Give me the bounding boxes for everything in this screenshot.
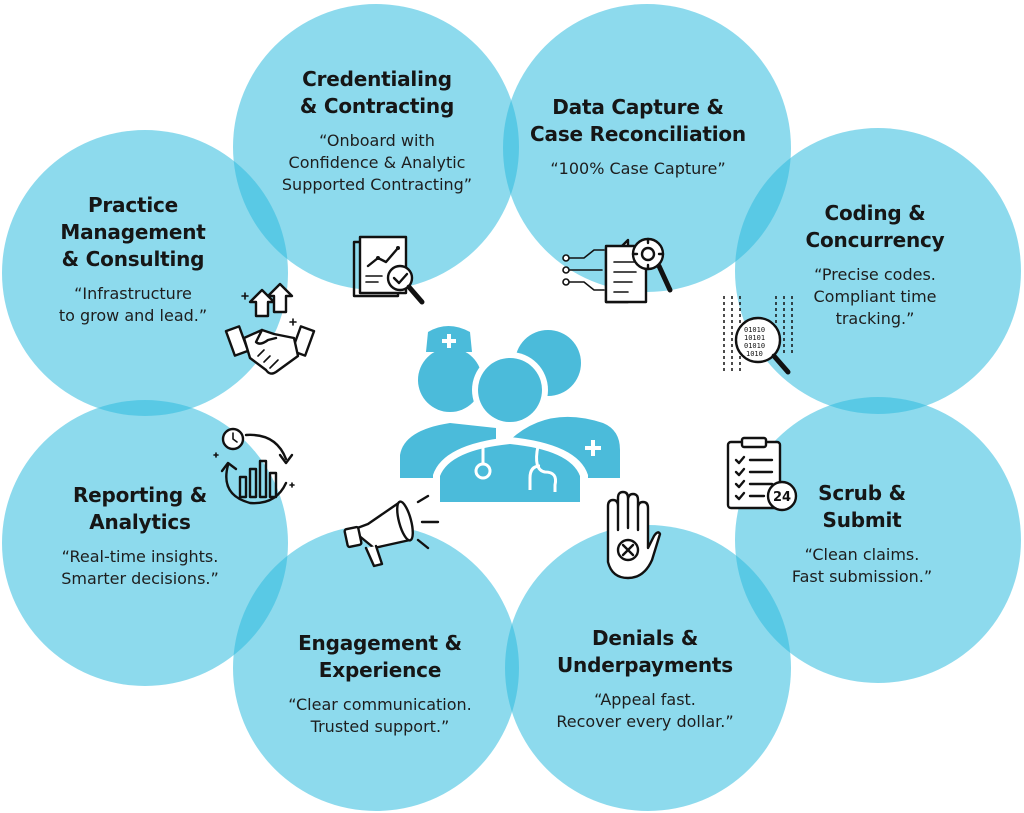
segment-title: Coding & Concurrency bbox=[805, 201, 945, 252]
segment-title: Scrub & Submit bbox=[818, 481, 906, 532]
svg-text:10101: 10101 bbox=[744, 334, 765, 342]
segment-title: Practice Management & Consulting bbox=[60, 193, 206, 271]
segment-coding: Coding & Concurrency “Precise codes. Com… bbox=[806, 200, 945, 330]
circle-reporting bbox=[2, 400, 288, 686]
segment-quote: “Infrastructure to grow and lead.” bbox=[58, 284, 208, 325]
segment-quote: “Real-time insights. Smarter decisions.” bbox=[61, 547, 219, 588]
segment-title: Reporting & Analytics bbox=[72, 483, 208, 534]
megaphone-icon bbox=[343, 494, 440, 572]
segment-reporting: Reporting & Analytics “Real-time insight… bbox=[61, 482, 219, 590]
segment-credentialing: Credentialing & Contracting “Onboard wit… bbox=[282, 66, 472, 196]
svg-text:1010: 1010 bbox=[746, 350, 763, 358]
segment-title: Credentialing & Contracting bbox=[299, 67, 455, 118]
circle-practice bbox=[2, 130, 288, 416]
segment-quote: “Appeal fast. Recover every dollar.” bbox=[556, 690, 734, 731]
segment-quote: “Clear communication. Trusted support.” bbox=[288, 695, 472, 736]
segment-scrub: Scrub & Submit “Clean claims. Fast submi… bbox=[792, 480, 932, 588]
document-circuit-gear-icon bbox=[562, 232, 674, 304]
segment-quote: “Onboard with Confidence & Analytic Supp… bbox=[281, 131, 473, 194]
svg-text:01010: 01010 bbox=[744, 342, 765, 350]
healthcare-team-icon bbox=[398, 320, 628, 505]
segment-denials: Denials & Underpayments “Appeal fast. Re… bbox=[556, 625, 733, 733]
segment-practice: Practice Management & Consulting “Infras… bbox=[59, 192, 207, 327]
segment-title: Data Capture & Case Reconciliation bbox=[530, 95, 746, 146]
segment-quote: “Precise codes. Compliant time tracking.… bbox=[813, 265, 937, 328]
svg-text:01010: 01010 bbox=[744, 326, 765, 334]
circle-denials bbox=[505, 525, 791, 811]
binary-code-magnifier-icon: 01010 10101 01010 1010 bbox=[718, 296, 800, 378]
segment-quote: “100% Case Capture” bbox=[550, 159, 726, 178]
stop-hand-icon bbox=[594, 490, 662, 582]
segment-quote: “Clean claims. Fast submission.” bbox=[791, 545, 933, 586]
document-chart-magnifier-icon bbox=[350, 232, 432, 308]
svg-text:24: 24 bbox=[773, 490, 791, 505]
handshake-growth-icon bbox=[224, 282, 316, 380]
segment-engagement: Engagement & Experience “Clear communica… bbox=[288, 630, 471, 738]
segment-title: Denials & Underpayments bbox=[557, 626, 733, 677]
segment-data-capture: Data Capture & Case Reconciliation “100%… bbox=[530, 94, 746, 180]
realtime-analytics-icon bbox=[210, 425, 298, 509]
segment-title: Engagement & Experience bbox=[298, 631, 462, 682]
checklist-24-icon: 24 bbox=[724, 436, 804, 514]
